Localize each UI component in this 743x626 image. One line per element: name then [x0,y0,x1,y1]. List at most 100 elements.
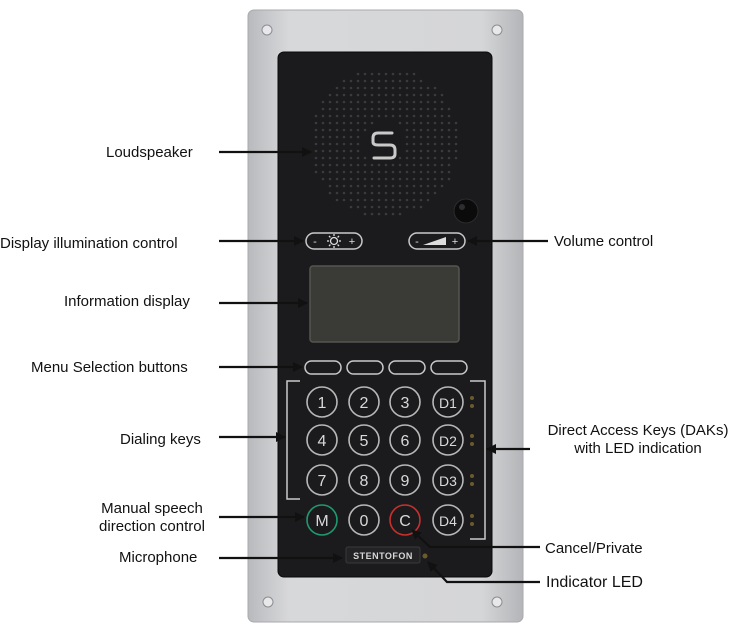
grille-hole [335,100,339,104]
grille-hole [335,184,339,188]
grille-hole [335,86,339,90]
illumination-control-button[interactable]: - + [305,232,363,250]
grille-hole [370,198,374,202]
grille-hole [328,142,332,146]
grille-hole [440,149,444,153]
grille-hole [363,198,367,202]
key-c[interactable]: C [389,504,421,536]
grille-hole [370,191,374,195]
key-d2[interactable]: D2 [432,424,464,456]
grille-hole [426,170,430,174]
grille-hole [356,121,360,125]
key-d3[interactable]: D3 [432,464,464,496]
grille-hole [412,191,416,195]
grille-hole [370,170,374,174]
grille-hole [454,142,458,146]
grille-hole [321,170,325,174]
grille-hole [426,184,430,188]
callout-arrows [219,147,548,584]
grille-hole [356,163,360,167]
camera-lens-icon [453,198,479,224]
grille-hole [335,198,339,202]
grille-hole [419,128,423,132]
key-m[interactable]: M [306,504,338,536]
screw-icon [491,596,503,608]
grille-hole [426,128,430,132]
grille-hole [405,128,409,132]
grille-hole [377,93,381,97]
grille-hole [398,184,402,188]
grille-hole [384,198,388,202]
grille-hole [328,191,332,195]
key-9[interactable]: 9 [389,464,421,496]
key-1[interactable]: 1 [306,386,338,418]
grille-hole [426,121,430,125]
key-2[interactable]: 2 [348,386,380,418]
key-5[interactable]: 5 [348,424,380,456]
menu-button-2[interactable] [346,360,384,375]
key-7[interactable]: 7 [306,464,338,496]
arrow-cancel [411,529,540,549]
grille-hole [349,149,353,153]
key-label: D1 [439,395,457,411]
camera-highlight [459,204,465,210]
grille-hole [419,93,423,97]
grille-hole [335,170,339,174]
grille-hole [370,86,374,90]
grille-hole [398,163,402,167]
sun-icon [327,234,341,248]
grille-hole [349,184,353,188]
volume-control-button[interactable]: - + [408,232,466,250]
grille-hole [356,72,360,76]
grille-hole [433,93,437,97]
grille-hole [426,149,430,153]
key-0[interactable]: 0 [348,504,380,536]
grille-hole [412,163,416,167]
grille-hole [454,135,458,139]
key-d4[interactable]: D4 [432,504,464,536]
grille-hole [335,142,339,146]
label-microphone: Microphone [119,549,198,566]
grille-hole [419,135,423,139]
label-dak-line1: Direct Access Keys (DAKs) [547,422,729,439]
key-4[interactable]: 4 [306,424,338,456]
key-d1[interactable]: D1 [432,386,464,418]
grille-hole [377,205,381,209]
menu-button-4[interactable] [430,360,468,375]
grille-hole [342,135,346,139]
key-8[interactable]: 8 [348,464,380,496]
grille-hole [405,205,409,209]
grille-hole [335,121,339,125]
grille-hole [405,198,409,202]
grille-hole [419,191,423,195]
grille-hole [440,135,444,139]
dak-led-icon [470,474,474,478]
menu-button-1[interactable] [304,360,342,375]
grille-hole [426,114,430,118]
grille-hole [328,135,332,139]
grille-hole [363,156,367,160]
key-6[interactable]: 6 [389,424,421,456]
grille-hole [321,121,325,125]
key-label: 9 [401,473,410,490]
grille-hole [370,212,374,216]
dak-led-icon [470,396,474,400]
key-label: 4 [318,433,327,450]
grille-hole [405,114,409,118]
grille-hole [391,212,395,216]
grille-hole [433,170,437,174]
grille-hole [405,170,409,174]
grille-hole [412,156,416,160]
grille-hole [433,107,437,111]
key-3[interactable]: 3 [389,386,421,418]
grille-hole [384,100,388,104]
grille-hole [342,177,346,181]
grille-hole [419,163,423,167]
menu-button-3[interactable] [388,360,426,375]
grille-hole [412,93,416,97]
grille-hole [356,177,360,181]
grille-hole [370,114,374,118]
grille-hole [363,79,367,83]
grille-hole [398,170,402,174]
label-volume-control: Volume control [554,233,654,250]
